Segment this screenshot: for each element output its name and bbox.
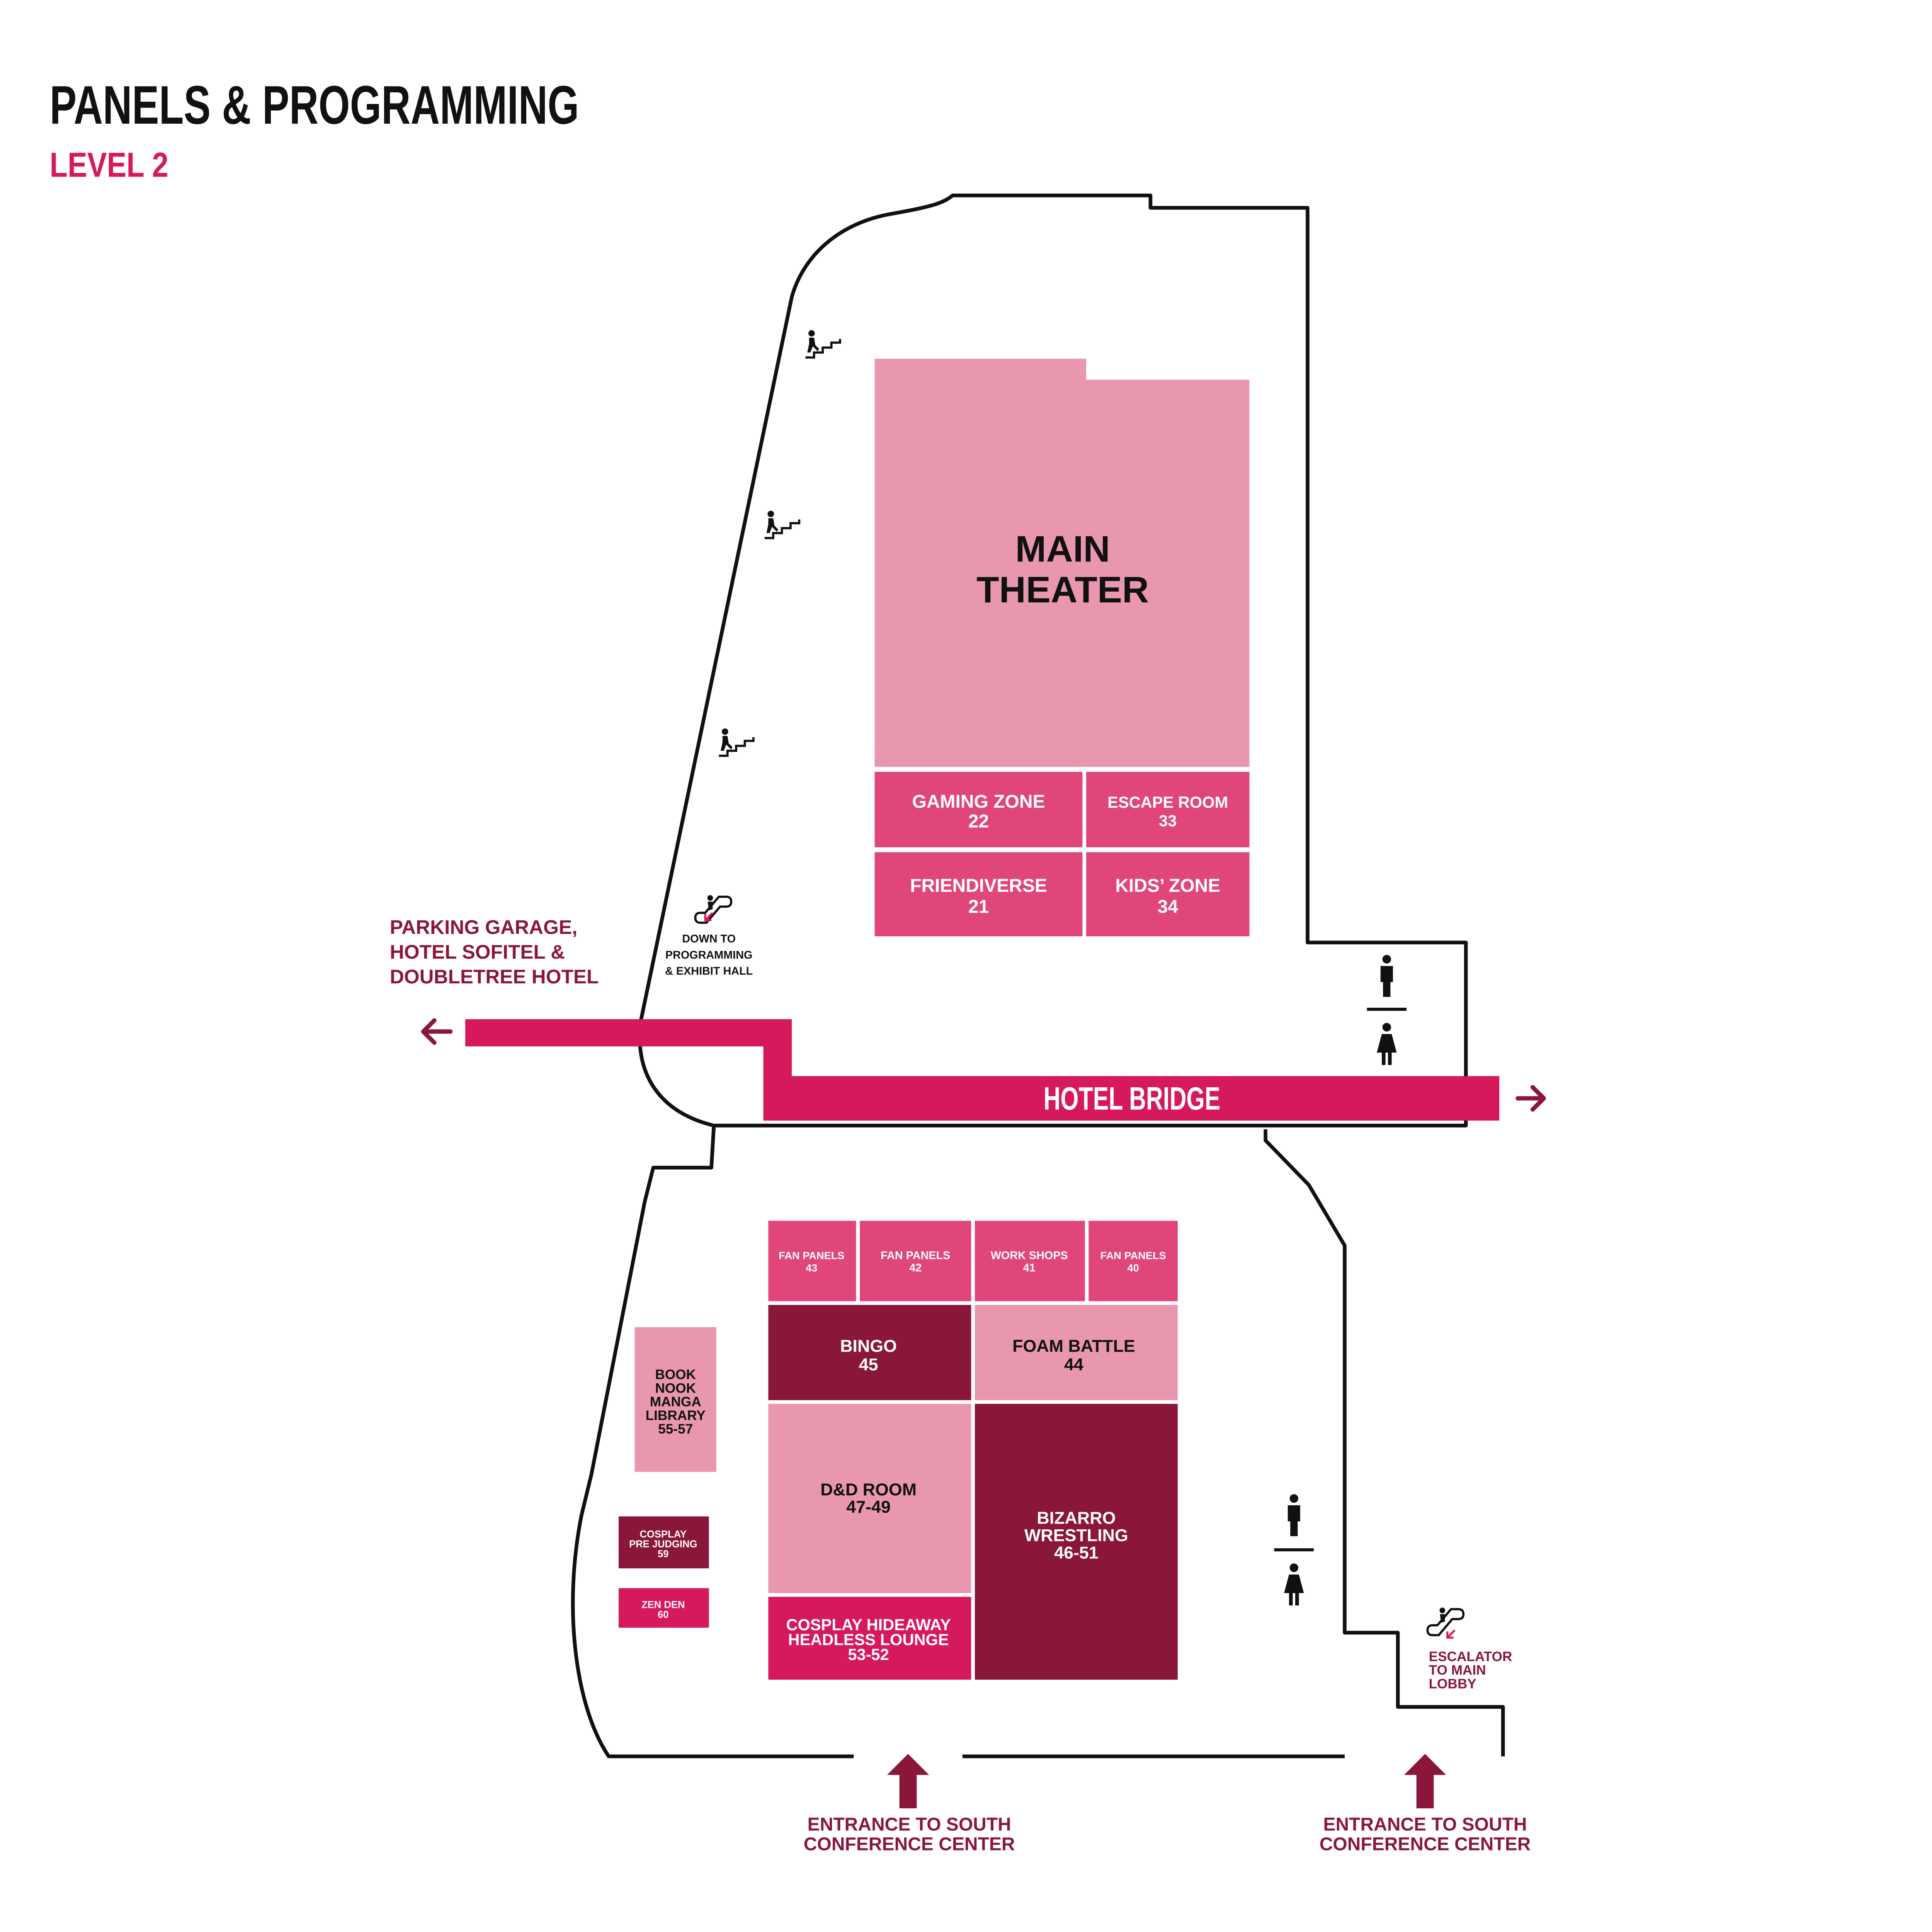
cosplay-prejudging-name: COSPLAY: [640, 1529, 687, 1540]
south-building-outline-right: [1264, 1129, 1505, 1757]
dnd-room[interactable]: [768, 1404, 971, 1593]
building-outline: [571, 193, 1505, 1759]
main-theater-label-2: THEATER: [976, 569, 1149, 611]
south-building-outline-left: [571, 1125, 854, 1759]
gaming-zone-room[interactable]: [874, 772, 1083, 847]
cosplay-prejudging-room[interactable]: [619, 1516, 709, 1568]
down-to-label-2: PROGRAMMING: [665, 949, 753, 961]
main-theater-room[interactable]: [874, 359, 1250, 767]
bizarro-wrestling-room[interactable]: [975, 1404, 1178, 1680]
escape-room-number: 33: [1159, 811, 1177, 830]
friendiverse-number: 21: [968, 896, 989, 917]
hotel-bridge-path: [465, 1019, 1500, 1121]
parking-label-3: DOUBLETREE HOTEL: [390, 966, 599, 988]
book-nook-name-2: NOOK: [655, 1381, 696, 1396]
fan-panels-40-name: FAN PANELS: [1100, 1250, 1166, 1262]
restroom-man-icon: [1287, 1494, 1300, 1536]
fan-panels-42-name: FAN PANELS: [881, 1250, 950, 1262]
stairs-icon: [805, 330, 840, 357]
kids-zone-name: KIDS’ ZONE: [1115, 876, 1220, 896]
down-to-label-3: & EXHIBIT HALL: [665, 965, 753, 977]
arrow-right-icon: [1515, 1085, 1546, 1112]
escalator-icon: [1427, 1607, 1463, 1635]
escalator-main-label-2: TO MAIN: [1429, 1663, 1486, 1678]
escape-room-room[interactable]: [1086, 772, 1250, 847]
book-nook-name: BOOK: [655, 1367, 696, 1382]
arrow-up-icon: [1404, 1754, 1446, 1808]
bizarro-name-2: WRESTLING: [1024, 1526, 1128, 1545]
work-shops-41-name: WORK SHOPS: [991, 1250, 1068, 1262]
page-title: PANELS & PROGRAMMING: [50, 75, 579, 135]
work-shops-41-number: 41: [1023, 1262, 1036, 1274]
escape-room-name: ESCAPE ROOM: [1107, 793, 1228, 811]
book-nook-name-4: LIBRARY: [646, 1408, 706, 1423]
restroom-woman-icon: [1284, 1563, 1304, 1605]
bingo-name: BINGO: [840, 1337, 897, 1356]
stairs-icon: [765, 511, 799, 538]
zen-den-number: 60: [658, 1609, 668, 1620]
cosplay-hideaway-number: 53-52: [848, 1645, 889, 1663]
fan-panels-40-number: 40: [1128, 1262, 1139, 1274]
friendiverse-room[interactable]: [874, 852, 1083, 937]
entrance-left-label-2: CONFERENCE CENTER: [804, 1834, 1015, 1855]
escalator-main-label: ESCALATOR: [1429, 1649, 1512, 1664]
foam-battle-name: FOAM BATTLE: [1012, 1337, 1135, 1356]
fan-panels-42-number: 42: [909, 1262, 922, 1274]
entrance-right-label-2: CONFERENCE CENTER: [1320, 1834, 1531, 1855]
fan-panels-43-name: FAN PANELS: [779, 1250, 844, 1262]
foam-battle-number: 44: [1064, 1355, 1083, 1374]
entrance-left-label: ENTRANCE TO SOUTH: [808, 1815, 1011, 1835]
work-shops-41-room[interactable]: [975, 1221, 1085, 1301]
level-label: LEVEL 2: [50, 146, 168, 184]
book-nook-number: 55-57: [658, 1422, 693, 1437]
down-arrow-icon: [704, 912, 714, 922]
friendiverse-name: FRIENDIVERSE: [910, 876, 1047, 896]
parking-label: PARKING GARAGE,: [390, 916, 578, 938]
cosplay-prejudging-number: 59: [658, 1549, 668, 1560]
zen-den-room[interactable]: [619, 1588, 709, 1628]
fan-panels-43-room[interactable]: [768, 1221, 856, 1301]
escalator-main-label-3: LOBBY: [1429, 1676, 1476, 1691]
bingo-room[interactable]: [768, 1305, 971, 1400]
restroom-woman-icon: [1377, 1023, 1397, 1065]
dnd-room-number: 47-49: [846, 1497, 891, 1517]
book-nook-room[interactable]: [634, 1327, 716, 1472]
north-building-outline: [638, 193, 1468, 1128]
kids-zone-room[interactable]: [1086, 852, 1250, 937]
parking-label-2: HOTEL SOFITEL &: [390, 941, 565, 963]
arrow-up-icon: [887, 1754, 929, 1808]
kids-zone-number: 34: [1158, 896, 1179, 917]
cosplay-hideaway-name-2: HEADLESS LOUNGE: [788, 1630, 949, 1648]
cosplay-prejudging-name-2: PRE JUDGING: [629, 1539, 697, 1549]
gaming-zone-number: 22: [968, 811, 989, 832]
zen-den-name: ZEN DEN: [641, 1599, 685, 1610]
down-to-label: DOWN TO: [682, 933, 736, 945]
bizarro-name: BIZARRO: [1037, 1509, 1116, 1528]
down-arrow-icon: [1446, 1629, 1456, 1639]
entrance-right-label: ENTRANCE TO SOUTH: [1323, 1815, 1527, 1835]
restroom-man-icon: [1380, 955, 1393, 997]
cosplay-hideaway-room[interactable]: [768, 1597, 971, 1680]
fan-panels-43-number: 43: [806, 1262, 817, 1274]
bizarro-number: 46-51: [1054, 1543, 1099, 1562]
book-nook-name-3: MANGA: [650, 1395, 701, 1410]
cosplay-hideaway-name: COSPLAY HIDEAWAY: [786, 1616, 951, 1634]
escalator-icon: [695, 895, 731, 923]
gaming-zone-name: GAMING ZONE: [912, 791, 1045, 812]
fan-panels-40-room[interactable]: [1088, 1221, 1178, 1301]
dnd-room-name: D&D ROOM: [820, 1480, 917, 1499]
foam-battle-room[interactable]: [975, 1305, 1178, 1400]
bingo-number: 45: [859, 1355, 878, 1374]
arrow-left-icon: [421, 1018, 453, 1045]
stairs-icon: [719, 728, 753, 756]
main-theater-label: MAIN: [1015, 528, 1110, 570]
hotel-bridge-label: HOTEL BRIDGE: [1044, 1080, 1221, 1116]
fan-panels-42-room[interactable]: [860, 1221, 971, 1301]
